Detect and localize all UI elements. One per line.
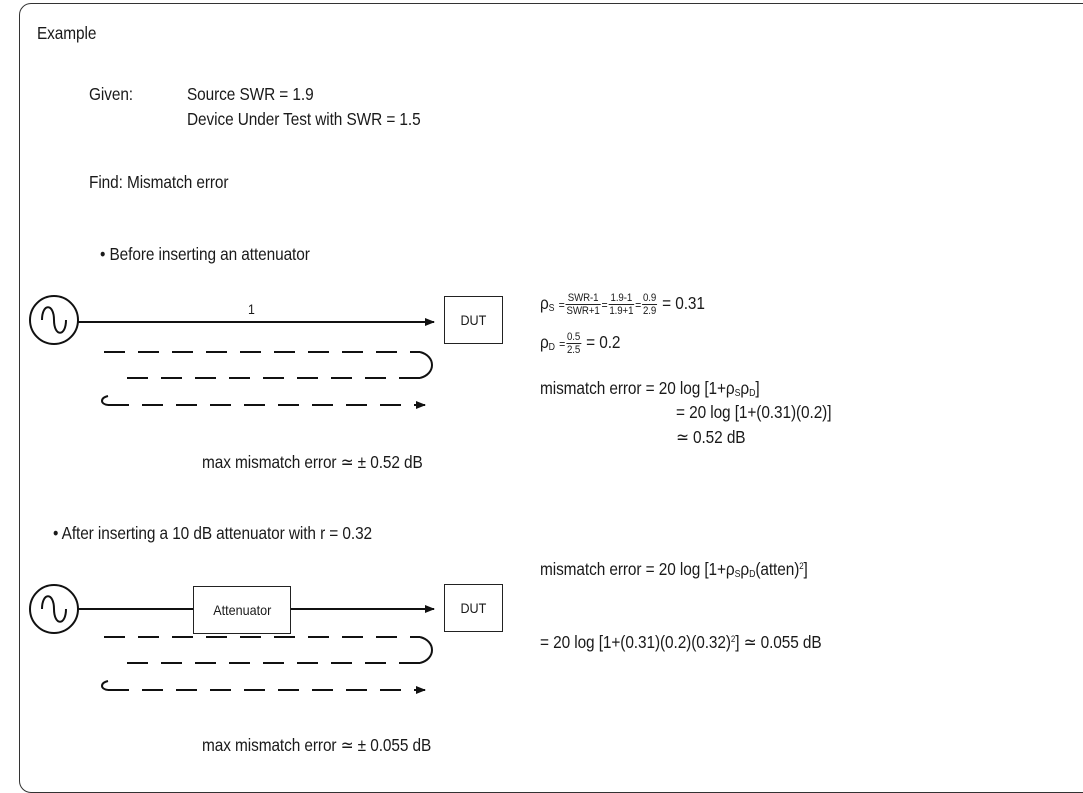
mismatch-formula-atten: mismatch error = 20 log [1+ρSρD(atten)2] <box>540 559 808 580</box>
reflection-dashes-before <box>101 351 433 409</box>
given-dut-swr: Device Under Test with SWR = 1.5 <box>187 109 421 129</box>
find-text: Find: Mismatch error <box>89 172 229 192</box>
attenuator-box: Attenuator <box>193 586 291 634</box>
after-heading: • After inserting a 10 dB attenuator wit… <box>53 523 373 543</box>
dut-box-before: DUT <box>444 296 503 344</box>
mismatch-calc: = 20 log [1+(0.31)(0.2)] <box>676 402 832 422</box>
given-source-swr: Source SWR = 1.9 <box>187 84 314 104</box>
source-icon <box>29 295 79 345</box>
dut-label-after: DUT <box>460 600 487 616</box>
max-error-after: max mismatch error ≃ ± 0.055 dB <box>202 735 432 755</box>
dut-box-after: DUT <box>444 584 503 632</box>
mismatch-formula: mismatch error = 20 log [1+ρSρD] <box>540 378 760 399</box>
path-label: 1 <box>248 301 255 317</box>
mismatch-result: ≃ 0.52 dB <box>676 427 746 447</box>
attenuator-label: Attenuator <box>212 602 272 618</box>
reflection-dashes-after <box>101 636 433 694</box>
before-heading: • Before inserting an attenuator <box>100 244 310 264</box>
given-label: Given: <box>89 84 133 104</box>
source-icon-after <box>29 584 79 634</box>
example-title: Example <box>37 23 97 43</box>
diagram-drawing <box>29 295 435 694</box>
max-error-before: max mismatch error ≃ ± 0.52 dB <box>202 452 423 472</box>
mismatch-calc-atten: = 20 log [1+(0.31)(0.2)(0.32)2] ≃ 0.055 … <box>540 632 822 652</box>
dut-label: DUT <box>460 312 487 328</box>
